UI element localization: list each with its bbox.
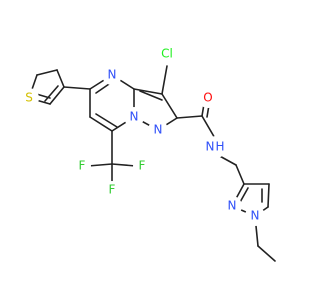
atom-N5: N (245, 206, 265, 226)
atom-label: F (139, 159, 146, 173)
atom-label: S (25, 91, 33, 105)
bond (36, 69, 58, 76)
atom-label: O (203, 91, 212, 105)
atom-label: N (108, 68, 117, 82)
atom-F2: F (133, 157, 151, 175)
bond (49, 86, 65, 105)
bond (176, 115, 203, 119)
atom-N4: N (222, 196, 242, 216)
atom-Cl: Cl (156, 43, 178, 65)
atom-label: N (251, 209, 260, 223)
bond (257, 245, 276, 262)
atom-label: N (206, 140, 215, 154)
atom-label: N (154, 123, 163, 137)
bond (161, 65, 168, 95)
atom-NH: N H (205, 136, 227, 158)
bond (139, 90, 163, 101)
atom-label: F (79, 159, 86, 173)
bond (161, 93, 178, 119)
atom-label: F (109, 183, 116, 197)
bond (56, 69, 65, 88)
bond (44, 85, 59, 102)
chemical-structure: Cl S N N N O N H N (19, 43, 276, 262)
bond (235, 164, 245, 185)
bond (133, 88, 163, 95)
bond (63, 86, 91, 90)
atom-label: Cl (161, 47, 173, 61)
atom-label: N (130, 110, 139, 124)
atom-label-h: H (215, 140, 224, 154)
bond (201, 115, 217, 141)
bond (111, 163, 137, 167)
atom-N3: N (148, 120, 168, 140)
bond (89, 116, 113, 132)
atom-F1: F (73, 157, 91, 175)
atom-labels: Cl S N N N O N H N (19, 43, 265, 226)
atom-F3: F (103, 181, 121, 199)
bond (87, 163, 113, 167)
bond-lines (28, 65, 276, 262)
bond (95, 113, 118, 128)
atom-label: N (228, 199, 237, 213)
atom-N1: N (102, 65, 122, 85)
atom-N2: N (124, 107, 144, 127)
atom-S: S (19, 88, 39, 108)
atom-O: O (198, 88, 218, 108)
bond (267, 183, 270, 208)
